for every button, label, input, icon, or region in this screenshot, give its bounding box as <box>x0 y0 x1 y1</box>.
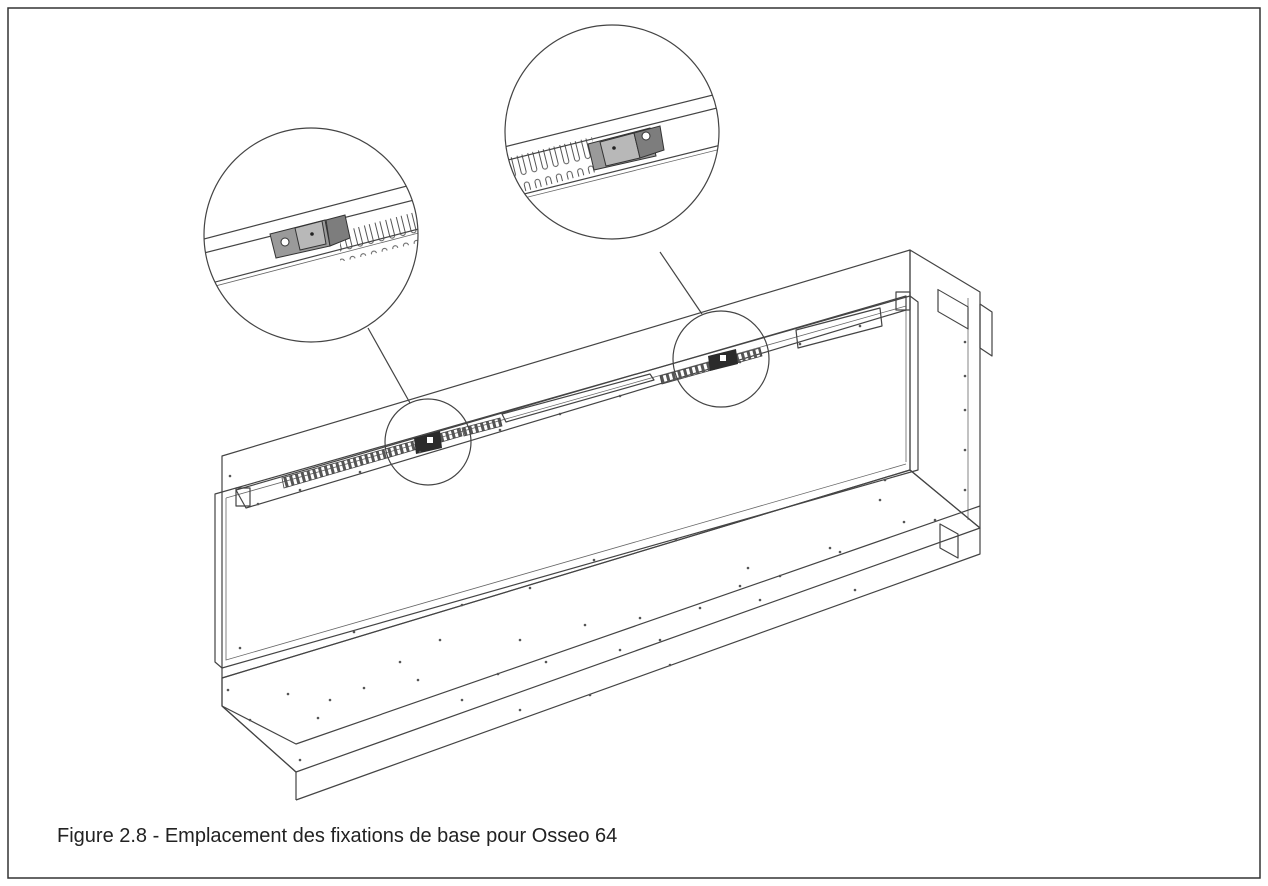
screw-dot <box>418 450 422 454</box>
control-panel <box>795 307 883 349</box>
screw-dot <box>658 638 662 642</box>
screw-dot <box>746 566 750 570</box>
screw-dot <box>592 558 596 562</box>
screw-dot <box>528 586 532 590</box>
screw-dot <box>838 550 842 554</box>
screw-dot <box>518 708 522 712</box>
screw-dot <box>588 693 592 697</box>
screw-dot <box>438 638 442 642</box>
base-fixation-bracket-icon <box>414 431 442 454</box>
screw-dot <box>668 663 672 667</box>
leader-line-left <box>367 327 411 404</box>
screw-dot <box>883 478 887 482</box>
screw-dot <box>828 546 832 550</box>
screw-dot <box>583 623 587 627</box>
screw-dot <box>853 588 857 592</box>
burner-slot <box>501 373 655 423</box>
screw-dot <box>496 672 500 676</box>
screw-dot <box>498 428 502 432</box>
zoom-detail-left <box>203 127 419 343</box>
screw-dots <box>226 324 967 762</box>
screw-dot <box>248 718 252 722</box>
screw-dot <box>460 698 464 702</box>
screw-dot <box>398 660 402 664</box>
screw-dot <box>358 470 362 474</box>
screw-dot <box>298 488 302 492</box>
screw-dot <box>518 638 522 642</box>
screw-dot <box>678 376 682 380</box>
screw-dot <box>544 660 548 664</box>
screw-dot <box>963 408 967 412</box>
screw-dot <box>618 648 622 652</box>
screw-dot <box>738 584 742 588</box>
locator-circle-right <box>672 310 770 408</box>
screw-dot <box>798 342 802 346</box>
fireplace-box <box>214 249 993 801</box>
base-fixation-bracket-icon <box>708 349 738 371</box>
screw-dot <box>416 678 420 682</box>
front-frame <box>214 295 919 669</box>
screw-dot <box>858 324 862 328</box>
leader-line-right <box>659 251 703 315</box>
screw-dot <box>362 686 366 690</box>
screw-dot <box>963 488 967 492</box>
screw-dot <box>558 412 562 416</box>
figure-frame <box>7 7 1261 879</box>
screw-dot <box>963 340 967 344</box>
screw-dot <box>460 603 464 607</box>
screw-dot <box>902 520 906 524</box>
screw-dot <box>778 574 782 578</box>
screw-dot <box>638 616 642 620</box>
screw-dot <box>316 716 320 720</box>
floor-tray <box>221 469 981 773</box>
screw-dot <box>963 448 967 452</box>
base-fixation-bracket-icon <box>587 125 665 171</box>
screw-dot <box>298 758 302 762</box>
screw-dot <box>328 698 332 702</box>
screw-dot <box>878 498 882 502</box>
screw-dot <box>618 394 622 398</box>
mounting-tab <box>979 303 993 357</box>
screw-dot <box>256 502 260 506</box>
screw-dot <box>674 538 678 542</box>
screw-dot <box>228 474 232 478</box>
right-side-panel <box>909 249 981 529</box>
screw-dot <box>352 630 356 634</box>
screw-dot <box>286 692 290 696</box>
screw-dot <box>758 598 762 602</box>
screw-dot <box>963 374 967 378</box>
screw-dot <box>226 688 230 692</box>
vent-strip-center-left <box>461 417 503 437</box>
screw-dot <box>738 360 742 364</box>
base-fixation-bracket-icon <box>269 214 351 259</box>
zoom-detail-right <box>504 24 720 240</box>
figure-caption: Figure 2.8 - Emplacement des fixations d… <box>57 825 617 847</box>
screw-dot <box>933 518 937 522</box>
screw-dot <box>238 646 242 650</box>
locator-circle-left <box>384 398 472 486</box>
side-vent <box>937 288 969 330</box>
screw-dot <box>698 606 702 610</box>
